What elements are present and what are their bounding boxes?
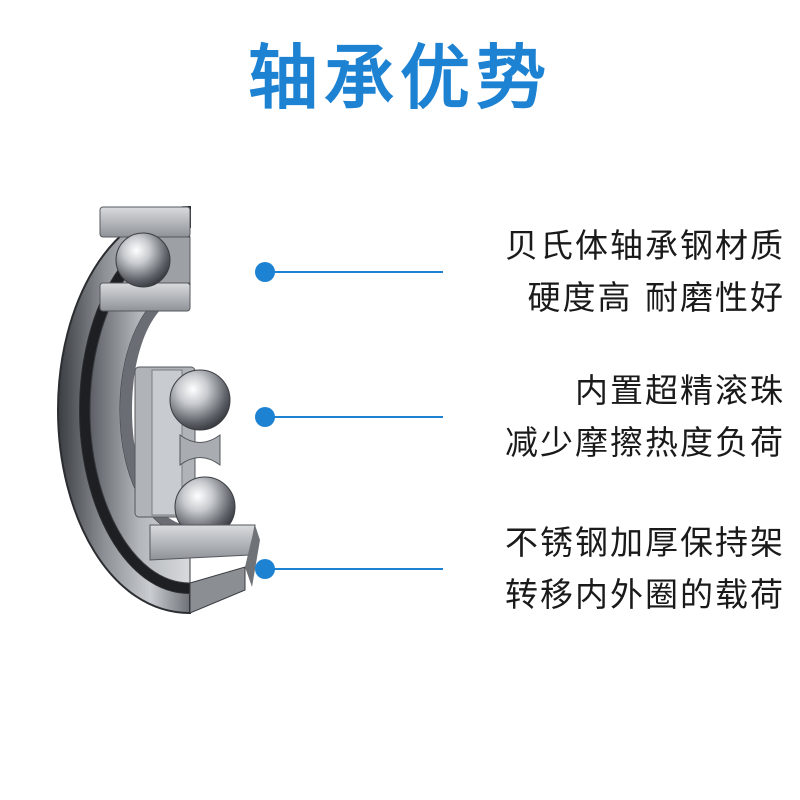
bullet-dot (255, 262, 275, 282)
page-title: 轴承优势 (248, 37, 552, 119)
connector-line (273, 271, 443, 273)
ball-top (115, 232, 171, 288)
feature-2: 内置超精滚珠 减少摩擦热度负荷 (255, 371, 785, 462)
bearing-cutaway-image (56, 205, 260, 615)
feature-line1: 贝氏体轴承钢材质 (505, 226, 785, 265)
feature-3: 不锈钢加厚保持架 转移内外圈的载荷 (255, 523, 785, 614)
connector-line (273, 568, 443, 570)
feature-line1: 不锈钢加厚保持架 (505, 523, 785, 562)
feature-text: 内置超精滚珠 减少摩擦热度负荷 (505, 365, 785, 469)
feature-text: 贝氏体轴承钢材质 硬度高 耐磨性好 (505, 220, 785, 324)
bullet-dot (255, 407, 275, 427)
feature-line1: 内置超精滚珠 (575, 371, 785, 410)
feature-line2: 硬度高 耐磨性好 (527, 278, 785, 317)
bullet-dot (255, 559, 275, 579)
feature-line2: 减少摩擦热度负荷 (505, 423, 785, 462)
connector-line (273, 416, 443, 418)
feature-text: 不锈钢加厚保持架 转移内外圈的载荷 (505, 517, 785, 621)
ball-middle (169, 369, 231, 431)
feature-1: 贝氏体轴承钢材质 硬度高 耐磨性好 (255, 226, 785, 317)
feature-line2: 转移内外圈的载荷 (505, 575, 785, 614)
